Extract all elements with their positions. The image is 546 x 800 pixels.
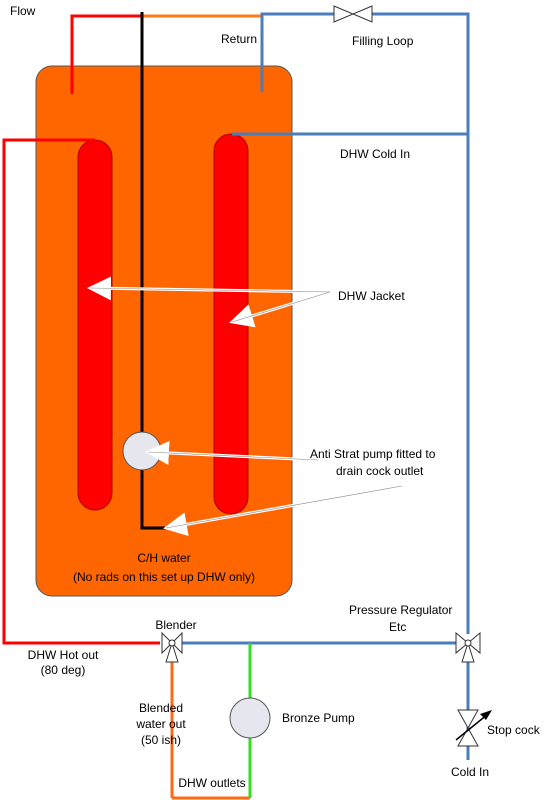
blender-valve-icon [161, 631, 183, 663]
return-label: Return [221, 32, 257, 46]
blended-label-2: water out [135, 717, 186, 731]
stop-cock-icon [455, 709, 492, 747]
pressure-regulator-label-1: Pressure Regulator [349, 603, 452, 617]
filling-loop-pipe [372, 12, 470, 634]
ch-water-label-2: (No rads on this set up DHW only) [73, 570, 255, 584]
dhw-hot-out-pipe [2, 138, 160, 645]
cold-in-label: Cold In [451, 765, 489, 779]
flow-pipe [70, 14, 142, 94]
dhw-hot-out-label-2: (80 deg) [41, 663, 86, 677]
dhw-jacket-left [77, 139, 113, 511]
anti-strat-label-2: drain cock outlet [336, 464, 424, 478]
anti-strat-label-1: Anti Strat pump fitted to [310, 447, 436, 461]
flow-label: Flow [10, 4, 36, 18]
dhw-cold-in-label: DHW Cold In [340, 147, 410, 161]
bronze-pump-label: Bronze Pump [282, 711, 355, 725]
filling-loop-label: Filling Loop [352, 34, 414, 48]
pressure-regulator-label-2: Etc [389, 620, 406, 634]
blender-label: Blender [155, 618, 196, 632]
blended-label-1: Blended [139, 701, 183, 715]
dhw-jacket-label: DHW Jacket [338, 289, 405, 303]
callout-arrows-outline [89, 287, 403, 529]
filling-loop-valve-icon [333, 5, 373, 23]
cylinder-tank [35, 65, 293, 597]
pressure-regulator-icon [455, 631, 481, 663]
stop-cock-label: Stop cock [487, 723, 541, 737]
ch-water-label-1: C/H water [137, 551, 190, 565]
dhw-outlets-label: DHW outlets [178, 776, 245, 790]
blended-label-3: (50 ish) [141, 733, 181, 747]
dhw-hot-out-label-1: DHW Hot out [28, 648, 99, 662]
bronze-pump-icon [229, 697, 271, 739]
return-pipe [260, 12, 334, 92]
